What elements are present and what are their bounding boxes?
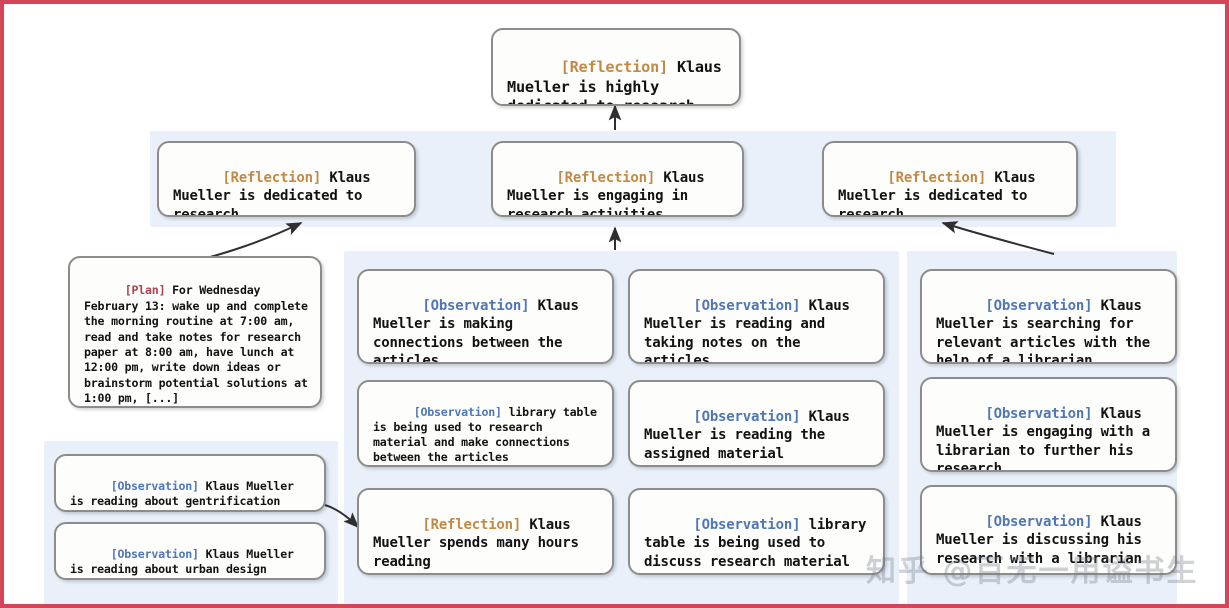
reflection-left-text: Klaus Mueller is dedicated to research <box>173 170 379 217</box>
left-observation-1-tag: [Observation] <box>110 479 199 494</box>
reflection-right-text: Klaus Mueller is dedicated to research <box>838 170 1044 217</box>
column-b-2-text: Klaus Mueller is reading the assigned ma… <box>644 409 858 462</box>
reflection-right-tag: [Reflection] <box>887 170 987 187</box>
left-observation-1-text: Klaus Mueller is reading about gentrific… <box>70 479 301 509</box>
column-a-node-2[interactable]: [Observation] library table is being use… <box>357 380 614 467</box>
column-a-node-1[interactable]: [Observation] Klaus Mueller is making co… <box>357 269 614 364</box>
column-c-2-tag: [Observation] <box>985 406 1093 423</box>
column-a-1-text: Klaus Mueller is making connections betw… <box>373 298 587 364</box>
column-c-node-1[interactable]: [Observation] Klaus Mueller is searching… <box>920 269 1177 364</box>
column-c-3-text: Klaus Mueller is discussing his research… <box>936 514 1150 567</box>
root-reflection-tag: [Reflection] <box>560 57 669 76</box>
root-reflection-node[interactable]: [Reflection] Klaus Mueller is highly ded… <box>491 28 741 106</box>
column-b-node-3[interactable]: [Observation] library table is being use… <box>628 488 885 575</box>
diagram-canvas: [Reflection] Klaus Mueller is highly ded… <box>4 4 1225 604</box>
column-b-node-1[interactable]: [Observation] Klaus Mueller is reading a… <box>628 269 885 364</box>
column-a-node-3[interactable]: [Reflection] Klaus Mueller spends many h… <box>357 488 614 575</box>
reflection-left-tag: [Reflection] <box>222 170 322 187</box>
reflection-middle-tag: [Reflection] <box>556 170 656 187</box>
plan-text: For Wednesday February 13: wake up and c… <box>84 283 315 406</box>
column-c-1-text: Klaus Mueller is searching for relevant … <box>936 298 1159 364</box>
reflection-node-left[interactable]: [Reflection] Klaus Mueller is dedicated … <box>157 141 416 217</box>
plan-node[interactable]: [Plan] For Wednesday February 13: wake u… <box>68 256 322 408</box>
plan-tag: [Plan] <box>124 283 166 298</box>
column-c-3-tag: [Observation] <box>985 514 1093 531</box>
column-c-node-2[interactable]: [Observation] Klaus Mueller is engaging … <box>920 377 1177 472</box>
left-observation-2-tag: [Observation] <box>110 547 199 562</box>
column-a-1-tag: [Observation] <box>422 298 530 315</box>
arrow-column-c-to-right-reflection <box>941 221 1055 255</box>
column-b-1-tag: [Observation] <box>693 298 801 315</box>
column-b-node-2[interactable]: [Observation] Klaus Mueller is reading t… <box>628 380 885 467</box>
root-reflection-text: Klaus Mueller is highly dedicated to res… <box>507 57 722 104</box>
left-observation-2-text: Klaus Mueller is reading about urban des… <box>70 547 301 577</box>
column-b-3-text: library table is being used to discuss r… <box>644 517 875 570</box>
column-b-3-tag: [Observation] <box>693 517 801 534</box>
column-c-1-tag: [Observation] <box>985 298 1093 315</box>
reflection-node-middle[interactable]: [Reflection] Klaus Mueller is engaging i… <box>491 141 744 217</box>
column-b-1-text: Klaus Mueller is reading and taking note… <box>644 298 858 364</box>
reflection-node-right[interactable]: [Reflection] Klaus Mueller is dedicated … <box>822 141 1078 217</box>
column-a-2-tag: [Observation] <box>413 405 502 420</box>
column-a-2-text: library table is being used to research … <box>373 405 604 465</box>
left-observation-node-2[interactable]: [Observation] Klaus Mueller is reading a… <box>54 522 326 580</box>
column-c-node-3[interactable]: [Observation] Klaus Mueller is discussin… <box>920 485 1177 575</box>
column-a-3-tag: [Reflection] <box>422 517 522 534</box>
left-observation-node-1[interactable]: [Observation] Klaus Mueller is reading a… <box>54 454 326 512</box>
column-b-2-tag: [Observation] <box>693 409 801 426</box>
column-a-3-text: Klaus Mueller spends many hours reading <box>373 517 587 570</box>
reflection-middle-text: Klaus Mueller is engaging in research ac… <box>507 170 713 217</box>
column-c-2-text: Klaus Mueller is engaging with a librari… <box>936 406 1159 472</box>
